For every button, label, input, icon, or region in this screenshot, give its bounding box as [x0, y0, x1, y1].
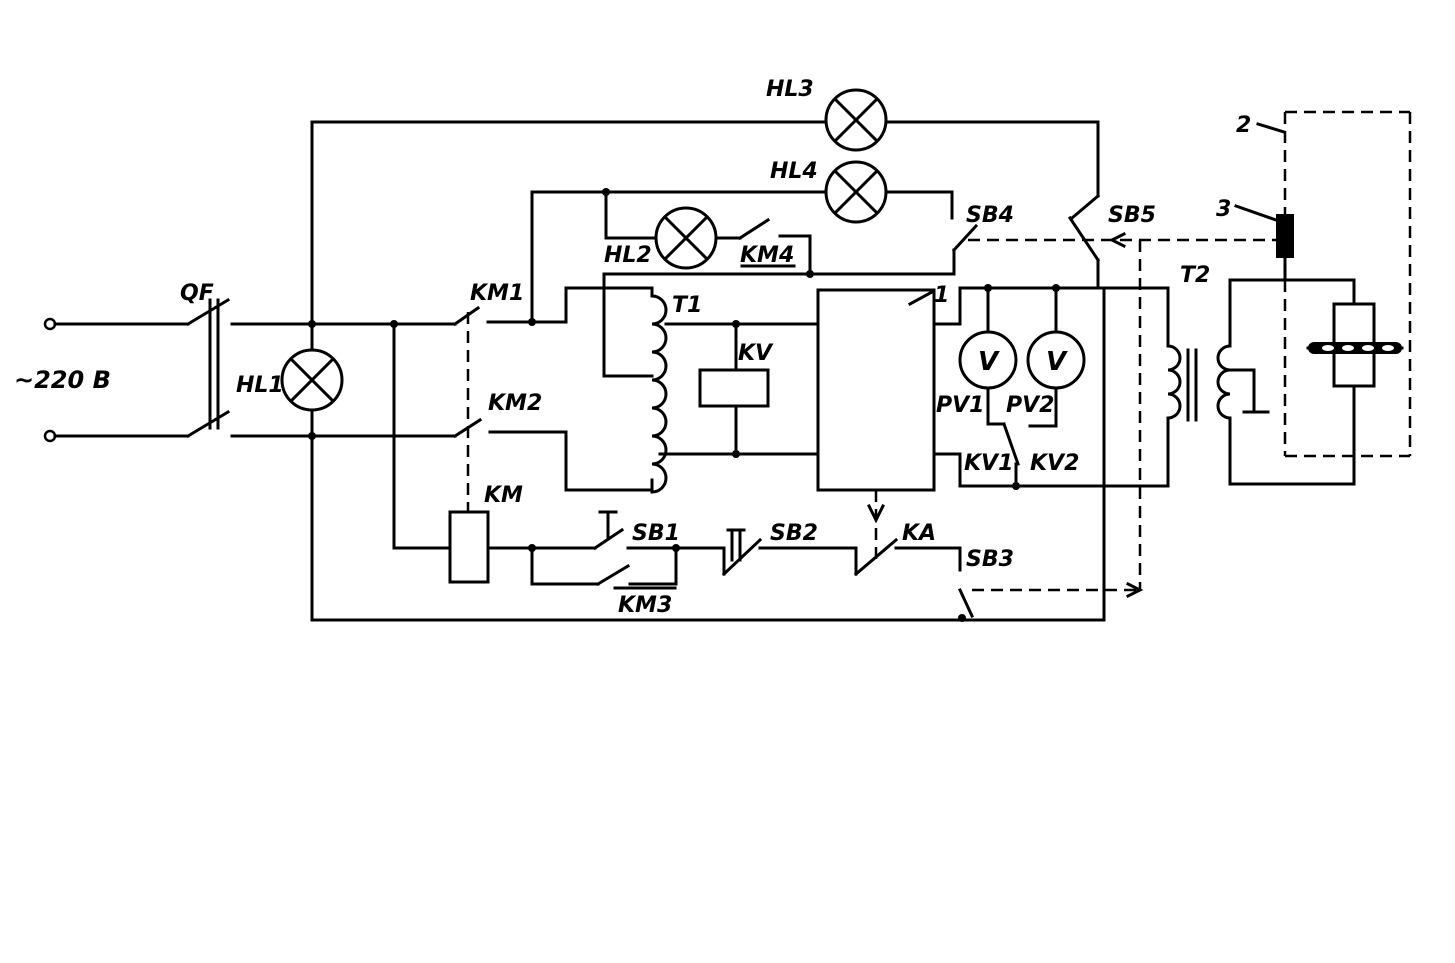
- km4-label: KM4: [740, 243, 794, 268]
- sb3-label: SB3: [966, 547, 1014, 572]
- pv1-symbol: V: [978, 347, 1000, 377]
- switch-sb5: SB5: [1067, 193, 1156, 622]
- contact-km2: KM2: [452, 391, 568, 439]
- item3-label: 3: [1216, 197, 1231, 222]
- transformer-t1: T1: [530, 272, 820, 494]
- t1-winding: [650, 294, 668, 494]
- control-circuit: SB1 KM3 SB2 KA SB3: [310, 490, 1106, 622]
- output-circuit: [932, 284, 1170, 490]
- supply-voltage-label: ~220 B: [14, 366, 111, 394]
- pv2-label: PV2: [1006, 393, 1054, 418]
- control-block-1: 1: [816, 283, 949, 492]
- breaker-qf: QF: [180, 281, 314, 439]
- t1-label: T1: [672, 293, 702, 318]
- voltmeter-pv1: V PV1 KV1: [936, 286, 1020, 488]
- qf-label: QF: [180, 281, 214, 306]
- km-label: KM: [484, 483, 523, 508]
- transformer-t2: T2: [1166, 263, 1270, 488]
- switch-sb4: SB4: [602, 203, 1014, 276]
- km1-label: KM1: [470, 281, 524, 306]
- km2-label: KM2: [488, 391, 542, 416]
- relay-kv: KV: [698, 322, 774, 456]
- hl4-label: HL4: [770, 159, 818, 184]
- kv1-label: KV1: [964, 451, 1013, 476]
- supply-input: ~220 B: [14, 317, 190, 443]
- ka-label: KA: [902, 521, 936, 546]
- coil-km: KM: [448, 483, 523, 584]
- pv1-label: PV1: [936, 393, 984, 418]
- pv2-symbol: V: [1046, 347, 1068, 377]
- enclosure-2: 2: [1236, 110, 1412, 458]
- t2-secondary: [1216, 344, 1232, 420]
- branch-hl4-hl2: HL4 HL2 KM4: [528, 159, 954, 326]
- lamp-hl1: HL1: [236, 348, 344, 412]
- load-electrode: [1228, 278, 1404, 486]
- sensor-linkage: [968, 231, 1276, 599]
- hl1-label: HL1: [236, 373, 284, 398]
- contact-km1: KM1: [452, 281, 534, 327]
- sb5-label: SB5: [1108, 203, 1156, 228]
- kv-label: KV: [738, 341, 774, 366]
- sensor-3: 3: [1216, 197, 1294, 282]
- sb1-label: SB1: [632, 521, 680, 546]
- branch-hl3: HL3: [310, 77, 1100, 198]
- item2-label: 2: [1236, 113, 1251, 138]
- t2-primary: [1166, 344, 1182, 420]
- sb4-label: SB4: [966, 203, 1014, 228]
- sb2-label: SB2: [770, 521, 818, 546]
- t2-label: T2: [1180, 263, 1210, 288]
- main-bus: [308, 120, 457, 622]
- voltmeter-pv2: V PV2 KV2: [1006, 286, 1086, 476]
- hl2-label: HL2: [604, 243, 652, 268]
- km3-label: KM3: [618, 593, 672, 618]
- hl3-label: HL3: [766, 77, 814, 102]
- kv2-label: KV2: [1030, 451, 1079, 476]
- block1-label: 1: [934, 283, 949, 308]
